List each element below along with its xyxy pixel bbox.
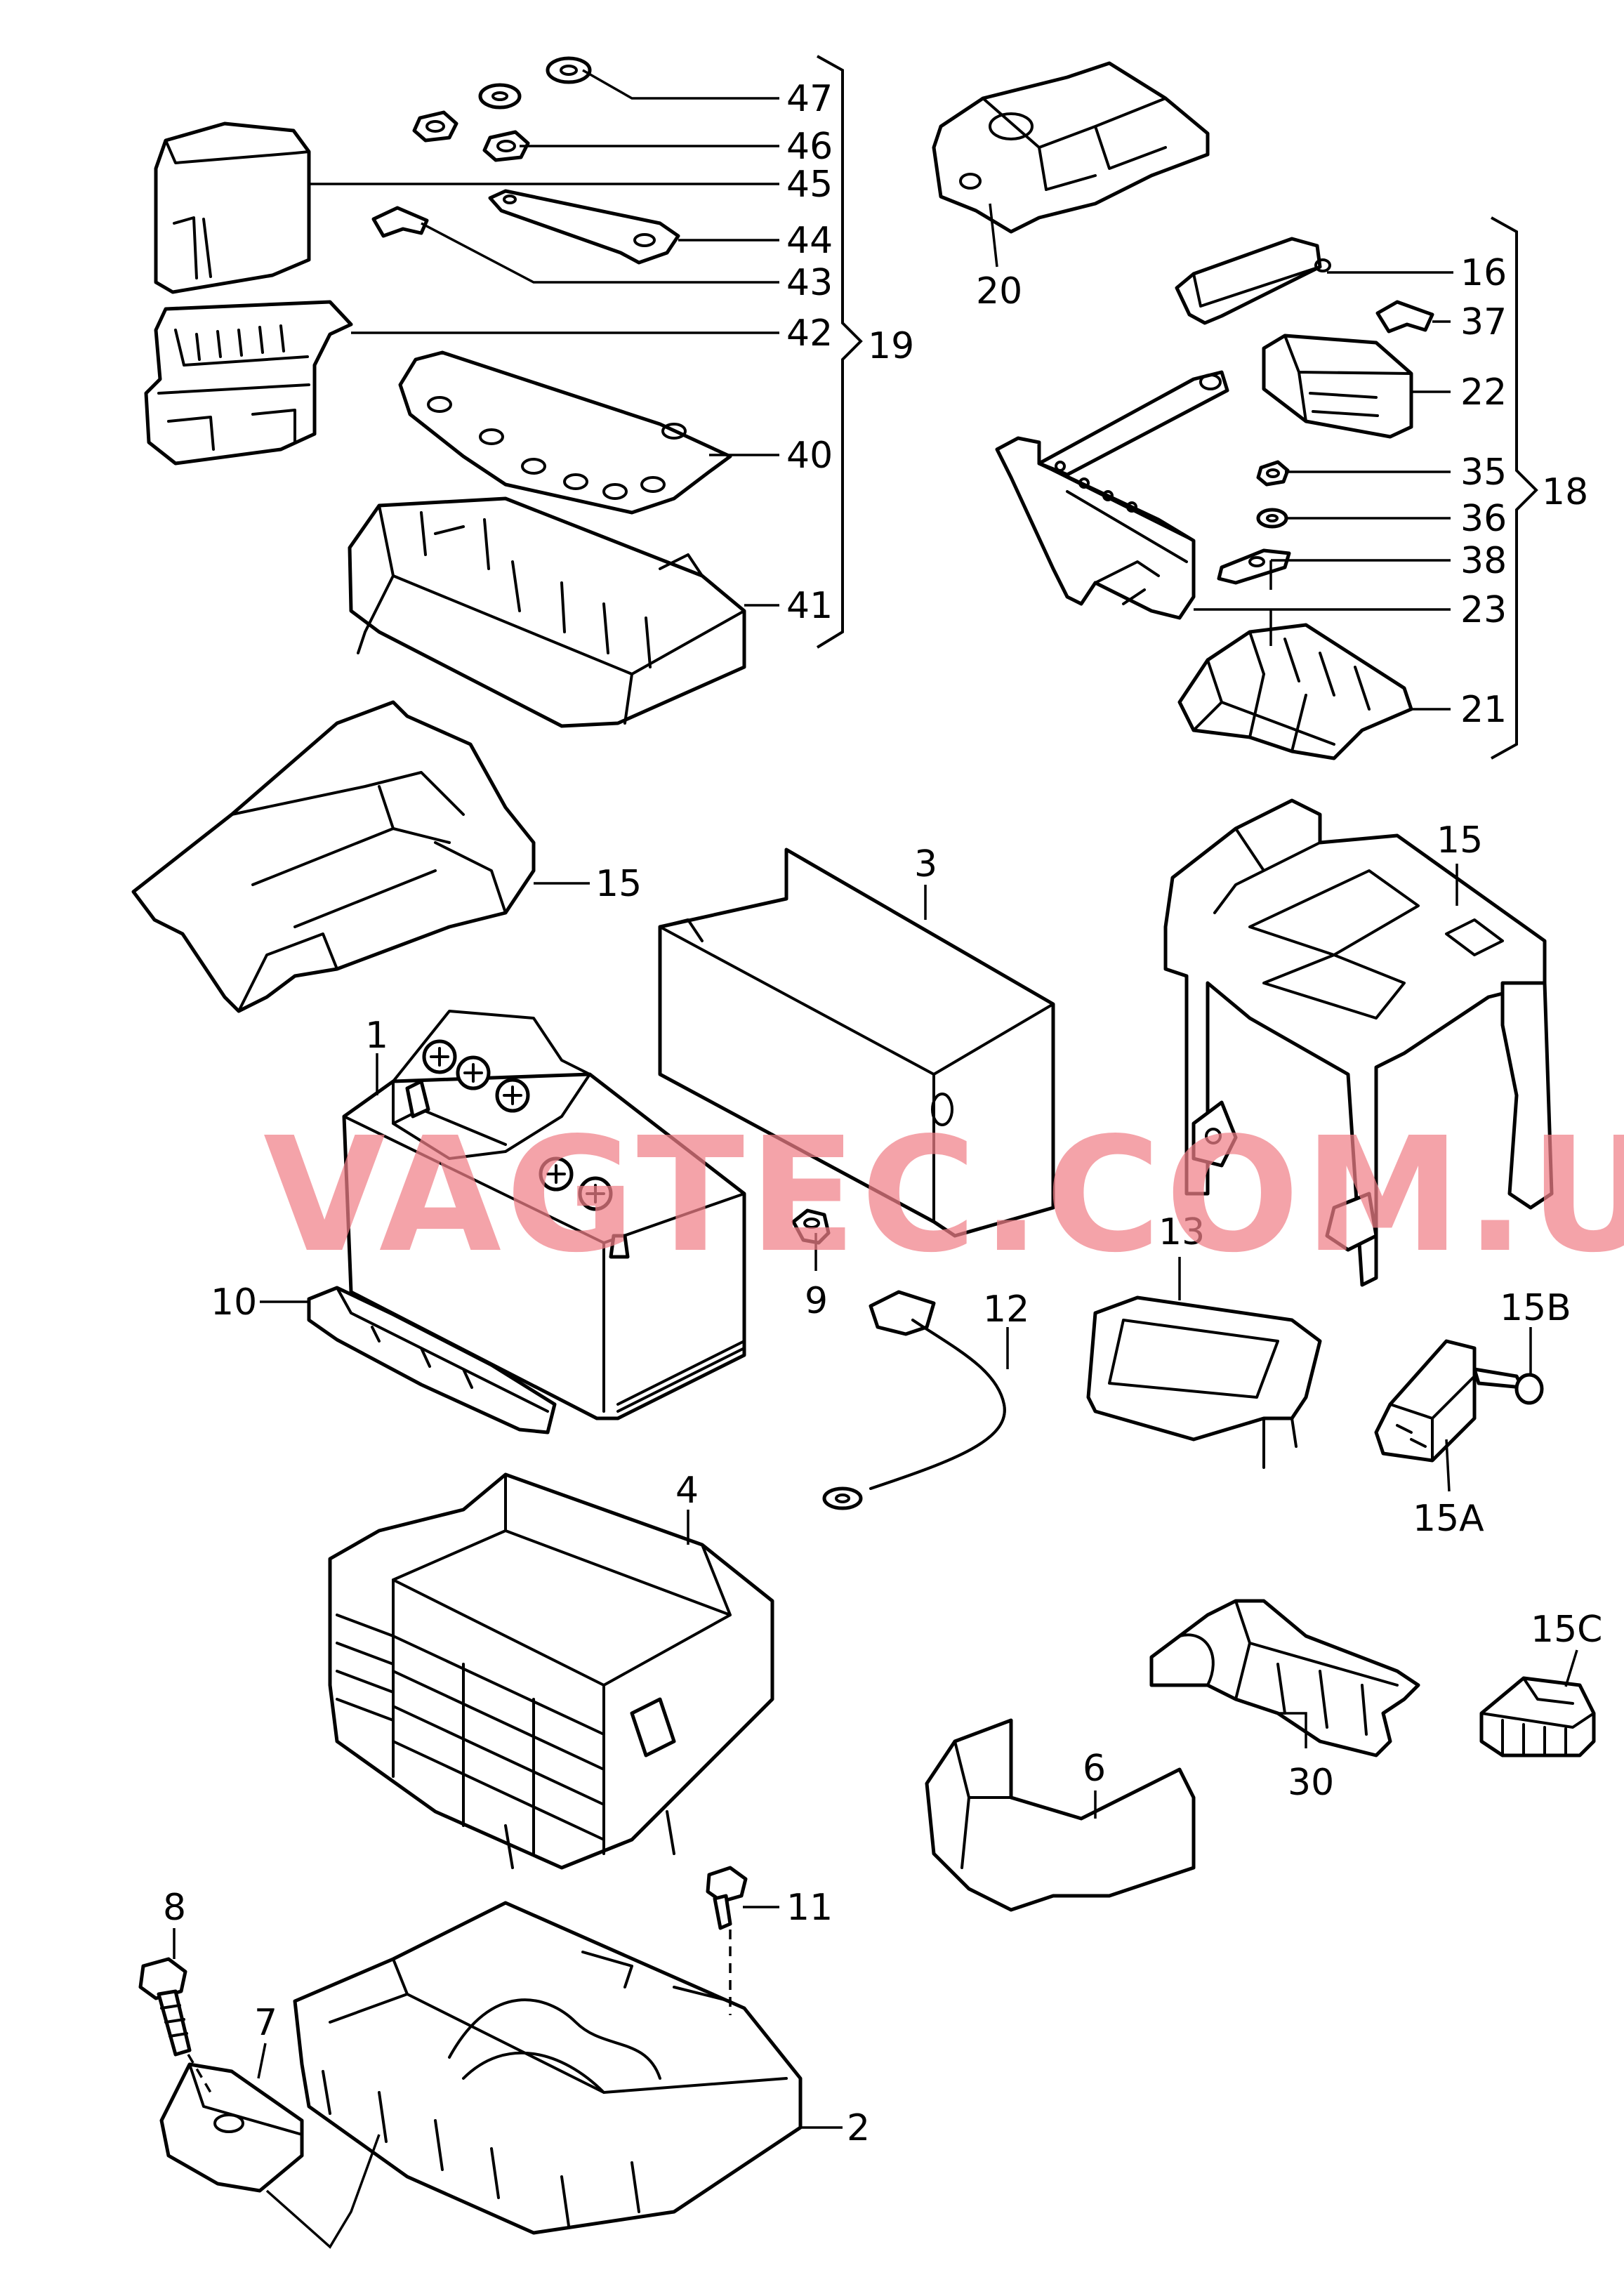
part-30-cable-channel (1149, 1599, 1420, 1757)
callout-16: 16 (1460, 252, 1507, 294)
part-41-terminal-base (348, 496, 746, 728)
callout-numbers: 47 46 45 44 43 42 19 40 41 20 16 37 22 3… (163, 78, 1602, 2149)
part-7-clamp (159, 2062, 304, 2193)
part-2-base-tray (293, 1901, 803, 2235)
bracket-19 (816, 55, 863, 649)
part-22-relay (1262, 334, 1413, 439)
part-38-busbar (1217, 548, 1291, 585)
callout-46: 46 (786, 126, 833, 168)
callout-15-right: 15 (1437, 819, 1483, 862)
callout-12: 12 (983, 1288, 1029, 1331)
callout-10: 10 (211, 1281, 257, 1324)
part-47-washer (478, 56, 592, 110)
callout-20: 20 (976, 270, 1022, 312)
callout-44: 44 (786, 220, 833, 262)
callout-43: 43 (786, 262, 833, 304)
callout-36: 36 (1460, 498, 1507, 540)
callout-22: 22 (1460, 371, 1507, 414)
part-37-fuse (1375, 300, 1434, 334)
part-15b-bolt (1472, 1367, 1544, 1405)
callout-1: 1 (365, 1015, 388, 1057)
part-8-bolt (138, 1957, 192, 2057)
callout-4: 4 (675, 1470, 699, 1512)
callout-40: 40 (786, 435, 833, 477)
callout-23: 23 (1460, 589, 1507, 631)
callout-7: 7 (254, 2002, 277, 2044)
callout-42: 42 (786, 312, 833, 355)
callout-38: 38 (1460, 540, 1507, 582)
callout-9: 9 (805, 1280, 828, 1322)
bracket-18 (1491, 216, 1538, 760)
watermark-text: VAGTEC.COM.UA (263, 1104, 1624, 1288)
part-20-cover (932, 61, 1210, 234)
callout-15a: 15A (1413, 1498, 1484, 1540)
part-36-washer (1256, 508, 1288, 529)
part-45-fuse-box-cover (154, 121, 311, 294)
part-3-insulation-jacket (658, 847, 1055, 1238)
part-13-control-unit (1086, 1295, 1322, 1469)
callout-15c: 15C (1531, 1609, 1602, 1651)
callout-13: 13 (1158, 1211, 1205, 1253)
part-43-fuse (371, 206, 429, 238)
leader-lines (173, 69, 1578, 2249)
callout-6: 6 (1083, 1748, 1106, 1790)
callout-19: 19 (868, 325, 914, 367)
part-6-cover (925, 1718, 1196, 1912)
callout-18: 18 (1542, 471, 1588, 513)
part-15-bracket-left (131, 700, 536, 1013)
callout-8: 8 (163, 1887, 186, 1929)
part-40-busbar-plate (398, 350, 732, 515)
callout-37: 37 (1460, 301, 1507, 343)
callout-47: 47 (786, 78, 833, 120)
part-11-bolt (706, 1866, 748, 1930)
callout-15b: 15B (1500, 1287, 1571, 1329)
part-12-ground-cable (822, 1290, 1006, 1510)
callout-41: 41 (786, 585, 833, 627)
part-15a-relay (1374, 1339, 1477, 1463)
part-21-terminal-block (1177, 623, 1413, 760)
callout-45: 45 (786, 164, 833, 206)
part-16-relay-cover (1175, 237, 1331, 325)
callout-21: 21 (1460, 689, 1507, 731)
callout-35: 35 (1460, 451, 1507, 494)
part-35-nut (1256, 460, 1290, 487)
callout-2: 2 (847, 2107, 870, 2149)
callout-3: 3 (914, 843, 937, 885)
part-46-nut (412, 110, 530, 162)
part-23-harness (995, 370, 1229, 620)
part-15-frame-right (1163, 798, 1554, 1287)
part-4-battery-tray (328, 1472, 774, 1870)
callout-15-left: 15 (595, 863, 642, 905)
part-9-vent-plug (791, 1208, 831, 1245)
part-10-hold-down-strip (307, 1286, 557, 1435)
callout-30: 30 (1288, 1762, 1334, 1804)
part-15c-connector (1479, 1676, 1596, 1757)
callout-11: 11 (786, 1887, 833, 1929)
part-44-busbar (488, 189, 680, 265)
part-42-fuse-holder (144, 300, 353, 466)
